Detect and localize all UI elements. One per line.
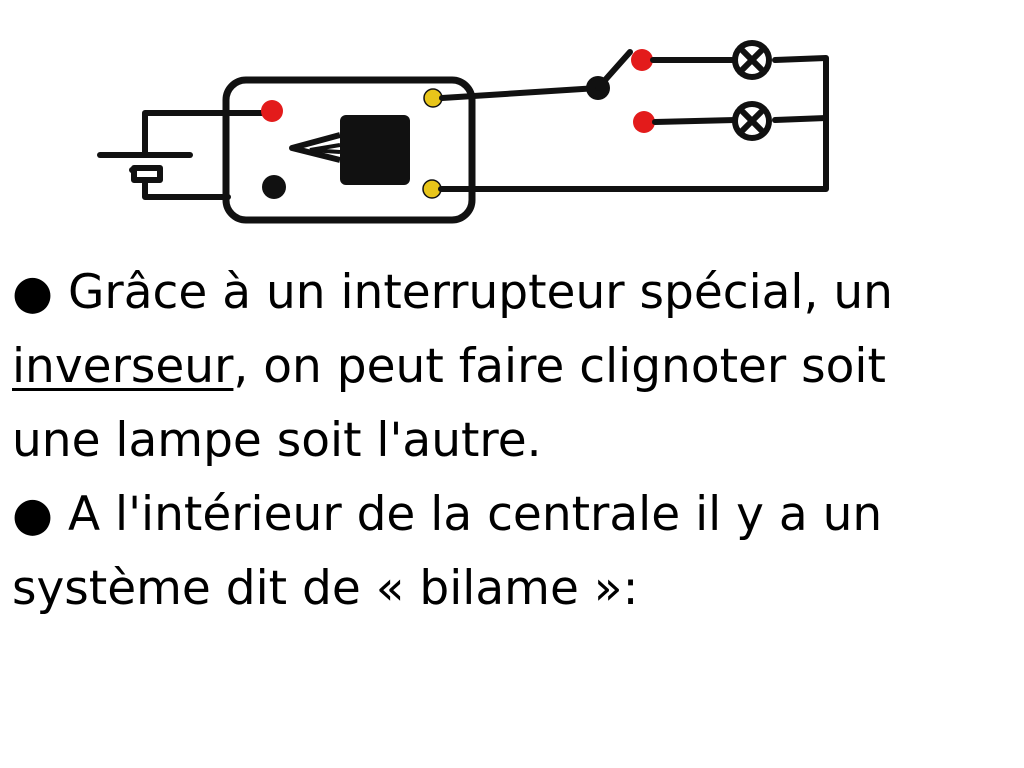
- battery-icon: [97, 110, 231, 200]
- black-terminal: [262, 175, 286, 199]
- flasher-unit-icon: [222, 76, 476, 224]
- paragraph-2-line-1: ● A l'intérieur de la centrale il y a un: [12, 487, 883, 542]
- paragraph-2-line-2: système dit de « bilame »:: [12, 561, 639, 616]
- bullet: ●: [12, 487, 54, 542]
- lamp-icon: [732, 40, 772, 80]
- paragraph-1-line-3: une lampe soit l'autre.: [12, 413, 542, 468]
- circuit-diagram: [97, 40, 829, 224]
- term-inverseur: inverseur: [12, 339, 234, 394]
- slide-text: ● Grâce à un interrupteur spécial, un in…: [12, 256, 1012, 626]
- switch-icon: [586, 49, 738, 133]
- paragraph-1-line-2: inverseur, on peut faire clignoter soit: [12, 339, 886, 394]
- red-terminal: [261, 100, 283, 122]
- lamp-icon: [732, 101, 772, 141]
- bullet: ●: [12, 265, 54, 320]
- paragraph-1-line-1: ● Grâce à un interrupteur spécial, un: [12, 265, 893, 320]
